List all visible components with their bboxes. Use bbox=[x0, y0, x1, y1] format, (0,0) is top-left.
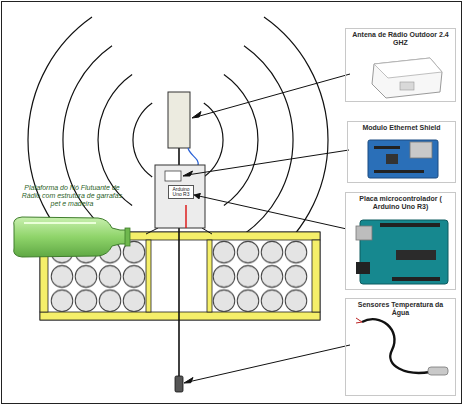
part-panel: Modulo Ethernet Shield bbox=[347, 121, 456, 183]
rj45-jack bbox=[410, 142, 432, 158]
leader-line bbox=[196, 74, 350, 117]
node-text: Modulo Ethernet Shield bbox=[348, 122, 455, 132]
bottle-highlight bbox=[24, 222, 96, 224]
controller-box: Arduino Uno R3 bbox=[168, 185, 194, 199]
enclosure-box bbox=[155, 165, 205, 228]
wave-arc bbox=[244, 46, 293, 234]
node-text: Arduino Uno R3 bbox=[169, 186, 193, 197]
part-panel: Sensores Temperatura da Água bbox=[345, 298, 456, 396]
antenna-housing bbox=[168, 92, 190, 148]
wood-beam bbox=[40, 312, 320, 320]
antenna-photo bbox=[372, 58, 442, 98]
bottle-cap bbox=[125, 228, 130, 246]
temperature-probe bbox=[175, 376, 183, 392]
header-pins bbox=[380, 223, 440, 227]
arduino-photo bbox=[356, 220, 448, 284]
header-pins bbox=[392, 277, 440, 281]
connector-arrow bbox=[194, 195, 345, 229]
leader-line bbox=[188, 345, 350, 382]
antenna-port bbox=[400, 82, 414, 90]
node-text: Sensores Temperatura da Água bbox=[346, 299, 455, 317]
part-panel: Antena de Rádio Outdoor 2.4 GHZ bbox=[345, 28, 456, 102]
leader-lines bbox=[183, 74, 350, 383]
node-text: Placa microcontrolador ( Arduino Uno R3) bbox=[346, 193, 455, 211]
sensor-probe bbox=[428, 367, 448, 375]
header-pins bbox=[374, 146, 400, 149]
power-jack bbox=[356, 262, 370, 274]
wood-beam bbox=[146, 240, 151, 312]
part-label: Plataforma do Nó Flutuante de Rádio com … bbox=[16, 184, 128, 208]
header-pins bbox=[374, 170, 424, 173]
bottle-body bbox=[14, 217, 126, 257]
microcontroller-chip bbox=[396, 250, 436, 260]
ethernet-shield-symbol bbox=[165, 171, 181, 181]
arduino-board bbox=[360, 220, 448, 284]
wood-beam bbox=[207, 240, 212, 312]
antenna-cable bbox=[188, 148, 198, 166]
wood-beam bbox=[312, 240, 320, 312]
pet-bottle bbox=[14, 217, 130, 257]
part-panel: Placa microcontrolador ( Arduino Uno R3) bbox=[345, 192, 456, 290]
usb-port bbox=[356, 226, 372, 240]
sensor-leads bbox=[356, 318, 362, 323]
support-line bbox=[146, 228, 158, 234]
ethernet-shield-photo bbox=[368, 140, 438, 178]
wave-arc bbox=[224, 75, 258, 206]
leader-arrowhead bbox=[184, 378, 193, 384]
sensor-cable bbox=[362, 319, 430, 373]
sensor-photo bbox=[356, 318, 448, 375]
support-line bbox=[202, 228, 212, 234]
bottle-grid bbox=[212, 240, 308, 312]
leader-line bbox=[187, 150, 349, 175]
chip bbox=[386, 154, 398, 164]
antenna-device bbox=[372, 58, 442, 98]
wave-arc bbox=[264, 17, 328, 263]
node-text: Antena de Rádio Outdoor 2.4 GHZ bbox=[346, 29, 455, 47]
leader-arrowhead bbox=[183, 171, 193, 176]
leader-arrowhead bbox=[192, 112, 201, 119]
sensor-wire bbox=[185, 205, 186, 228]
antenna-top bbox=[374, 58, 442, 78]
shield-board bbox=[368, 140, 438, 178]
wave-arc bbox=[133, 103, 152, 177]
